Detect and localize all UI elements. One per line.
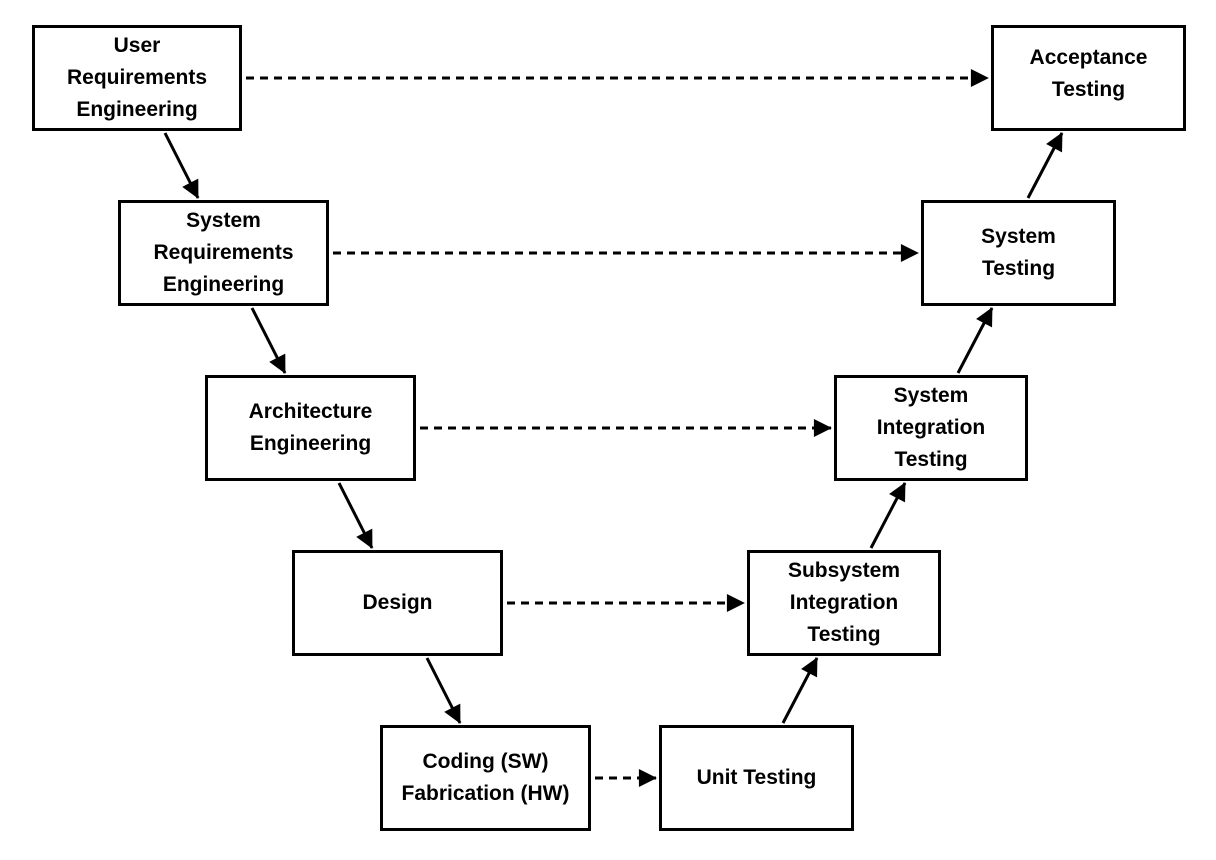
box-system-integration-testing: System Integration Testing (834, 375, 1028, 481)
box-acceptance-testing: Acceptance Testing (991, 25, 1186, 131)
box-system-testing: System Testing (921, 200, 1116, 306)
arrow-unit-to-subsystem (781, 657, 819, 724)
arrow-system-testing-to-acceptance (1026, 132, 1064, 199)
arrow-design-to-coding (425, 657, 462, 724)
box-system-requirements-engineering: System Requirements Engineering (118, 200, 329, 306)
box-subsystem-integration-testing: Subsystem Integration Testing (747, 550, 941, 656)
arrow-system-integration-to-system-testing (956, 307, 994, 374)
arrow-user-req-to-system-req (163, 132, 200, 199)
arrow-architecture-to-design (337, 482, 374, 549)
box-design: Design (292, 550, 503, 656)
box-architecture-engineering: Architecture Engineering (205, 375, 416, 481)
arrow-subsystem-to-system-integration (869, 482, 907, 549)
box-user-requirements-engineering: User Requirements Engineering (32, 25, 242, 131)
box-coding-fabrication: Coding (SW) Fabrication (HW) (380, 725, 591, 831)
arrow-system-req-to-architecture (250, 307, 287, 374)
box-unit-testing: Unit Testing (659, 725, 854, 831)
